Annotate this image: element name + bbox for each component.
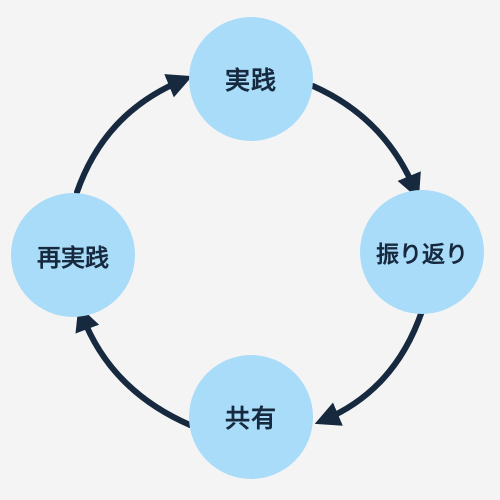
node-reflection-label: 振り返り bbox=[376, 242, 468, 268]
arrow-top-to-right bbox=[310, 83, 421, 200]
node-re-practice: 再実践 bbox=[11, 193, 135, 317]
arrow-bottom-to-left bbox=[75, 305, 193, 428]
arrow-right-to-bottom bbox=[314, 308, 425, 426]
node-reflection: 振り返り bbox=[360, 190, 484, 314]
node-re-practice-label: 再実践 bbox=[37, 243, 109, 272]
node-practice-label: 実践 bbox=[224, 66, 277, 95]
node-sharing: 共有 bbox=[189, 355, 313, 479]
arrow-left-to-top bbox=[74, 74, 193, 195]
node-sharing-label: 共有 bbox=[224, 404, 277, 433]
node-practice: 実践 bbox=[189, 17, 313, 141]
